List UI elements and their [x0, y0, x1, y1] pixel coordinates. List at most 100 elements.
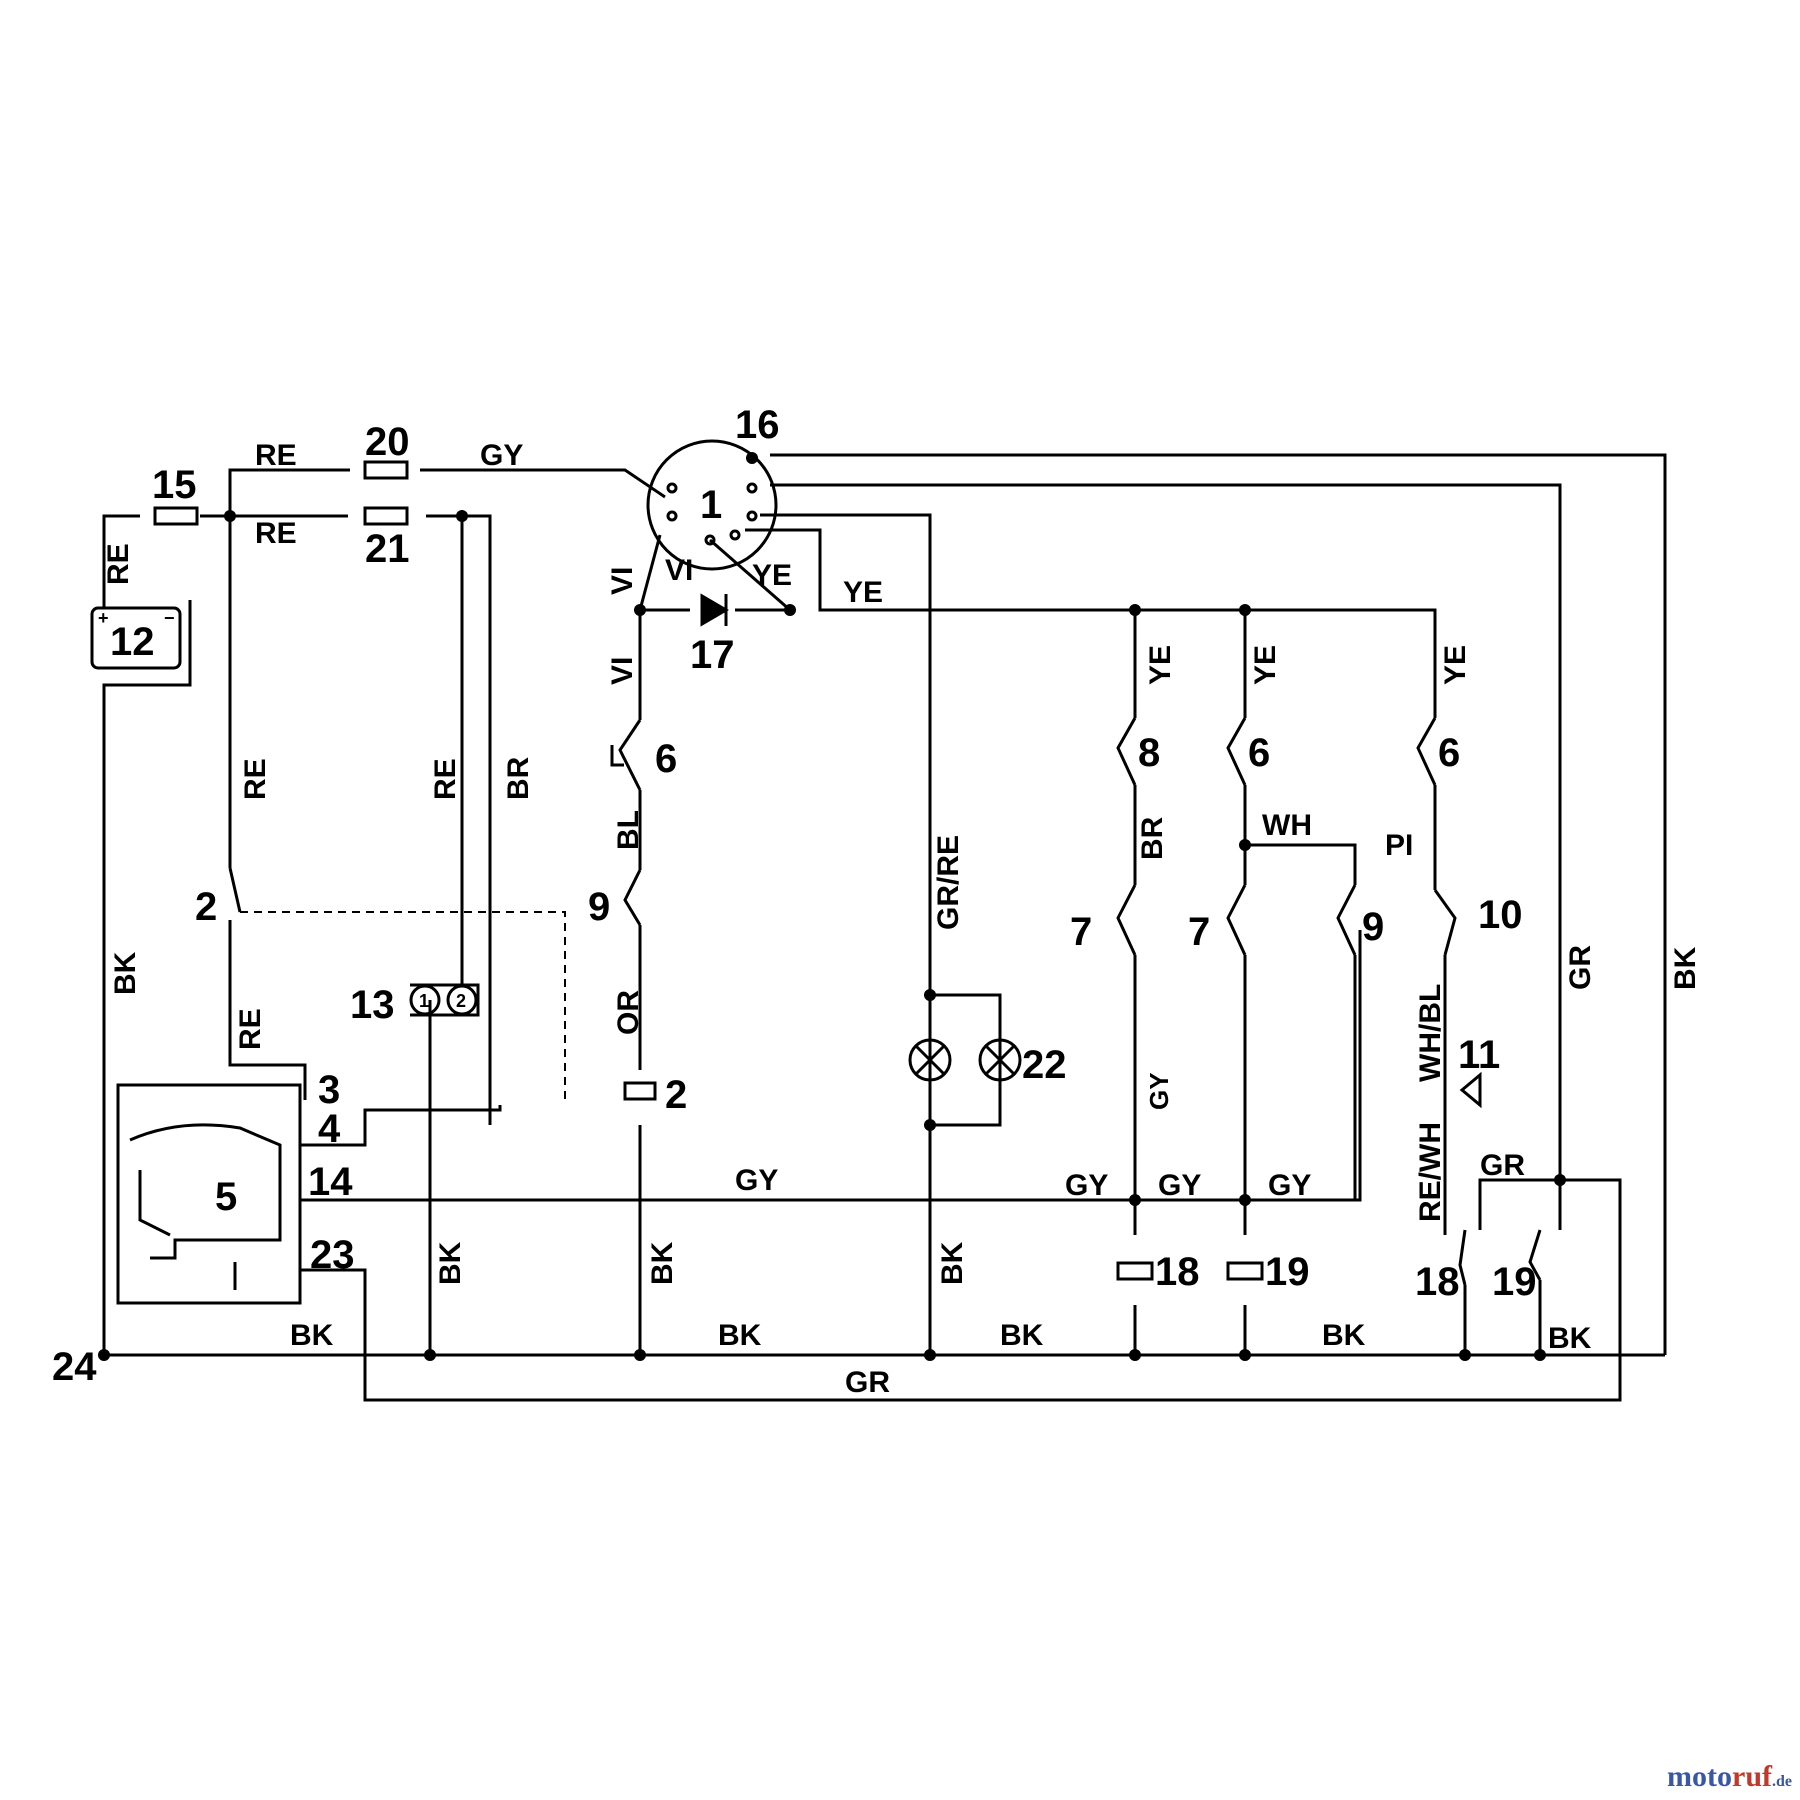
- wire-bk-4: BK: [1322, 1319, 1366, 1352]
- label-20: 20: [365, 420, 410, 464]
- wire-vi-b: VI: [606, 567, 639, 595]
- wire-ye-a: YE: [752, 559, 792, 592]
- wire-bk-3: BK: [1000, 1319, 1044, 1352]
- label-6-a: 6: [655, 737, 677, 781]
- label-16: 16: [735, 403, 780, 447]
- wire-bk-2: BK: [718, 1319, 762, 1352]
- wire-ye-e: YE: [1439, 645, 1472, 685]
- relay-2-symbol: [623, 1081, 657, 1101]
- label-18: 18: [1155, 1250, 1200, 1294]
- wire-gr-right: GR: [1480, 1149, 1525, 1182]
- wire-gy-f: GY: [1144, 1072, 1174, 1110]
- wire-gy-top: GY: [480, 439, 523, 472]
- label-1: 1: [700, 483, 722, 527]
- watermark-part1: moto: [1667, 1760, 1732, 1793]
- junction-dots: [98, 452, 1566, 1361]
- wire-bl: BL: [612, 810, 645, 850]
- battery-plus: +: [98, 608, 109, 628]
- lamp-1-symbol: [908, 1038, 952, 1082]
- relay-18-symbol: [1116, 1261, 1154, 1281]
- wire-gy-d: GY: [1158, 1169, 1201, 1202]
- label-17: 17: [690, 633, 735, 677]
- wire-ye-b: YE: [843, 576, 883, 609]
- label-21: 21: [365, 527, 410, 571]
- wire-gy-main: GY: [735, 1164, 778, 1197]
- wire-re-lower: RE: [234, 1008, 267, 1050]
- fuse-15-symbol: [153, 506, 199, 526]
- watermark-part2: ruf: [1732, 1760, 1772, 1793]
- wire-vi-c: VI: [606, 657, 639, 685]
- label-7-a: 7: [1070, 910, 1092, 954]
- diode-symbol: [700, 593, 729, 627]
- label-23: 23: [310, 1233, 355, 1277]
- label-8: 8: [1138, 731, 1160, 775]
- label-11: 11: [1458, 1033, 1500, 1077]
- label-6-c: 6: [1438, 731, 1460, 775]
- wire-gy-e: GY: [1268, 1169, 1311, 1202]
- connector-pin-1: 1: [419, 991, 429, 1011]
- watermark-suffix: .de: [1772, 1773, 1792, 1790]
- wire-bk-left: BK: [109, 951, 142, 995]
- label-24: 24: [52, 1345, 97, 1389]
- wire-ye-c: YE: [1144, 645, 1177, 685]
- label-3: 3: [318, 1068, 340, 1112]
- lamp-2-symbol: [978, 1038, 1022, 1082]
- horn-symbol: [1459, 1071, 1482, 1109]
- label-7-b: 7: [1188, 910, 1210, 954]
- wire-bk-1: BK: [290, 1319, 334, 1352]
- label-14: 14: [308, 1160, 353, 1204]
- wire-gy-c: GY: [1065, 1169, 1108, 1202]
- label-6-b: 6: [1248, 731, 1270, 775]
- fuse-21-symbol: [363, 506, 409, 526]
- small-marks: + − 1 2: [98, 608, 466, 1011]
- wire-wh: WH: [1262, 809, 1312, 842]
- wire-labels: RE RE GY VI YE YE GY GY GY GY WH PI GR B…: [255, 439, 1592, 1399]
- wire-re-center: RE: [429, 758, 462, 800]
- label-19-contact: 19: [1492, 1260, 1537, 1304]
- wire-labels-vertical: RE RE RE BR RE BK VI VI BL OR GR/RE YE Y…: [102, 543, 1702, 1285]
- wire-or: OR: [612, 990, 645, 1035]
- component-labels: 16 1 20 21 15 12 17 6 9 2 2 13 3 4 5 14 …: [52, 403, 1537, 1389]
- label-10: 10: [1478, 893, 1523, 937]
- battery-minus: −: [164, 608, 175, 628]
- wire-gr-re: GR/RE: [932, 835, 965, 930]
- label-2-switch: 2: [195, 885, 217, 929]
- dashed-link: [240, 911, 566, 1100]
- wire-br-b: BR: [1136, 816, 1169, 860]
- wire-re-mid: RE: [255, 517, 297, 550]
- wire-gr-bottom: GR: [845, 1366, 890, 1399]
- wire-bk-right: BK: [1669, 946, 1702, 990]
- wire-re-top: RE: [255, 439, 297, 472]
- relay-19-symbol: [1226, 1261, 1264, 1281]
- wire-gr-vertical: GR: [1564, 945, 1597, 990]
- label-15: 15: [152, 463, 197, 507]
- wire-re-left: RE: [239, 758, 272, 800]
- wires: [102, 453, 1667, 1402]
- wire-wh-bl: WH/BL: [1414, 984, 1447, 1082]
- fuse-20-symbol: [363, 460, 409, 480]
- connector-pin-2: 2: [456, 991, 466, 1011]
- wire-vi-a: VI: [665, 554, 693, 587]
- label-4: 4: [318, 1107, 341, 1151]
- wire-bk-c: BK: [936, 1241, 969, 1285]
- wire-bk-b: BK: [646, 1241, 679, 1285]
- watermark: motoruf.de: [1667, 1760, 1792, 1794]
- label-19: 19: [1265, 1250, 1310, 1294]
- label-13: 13: [350, 983, 395, 1027]
- label-9-a: 9: [588, 885, 610, 929]
- label-2-relay: 2: [665, 1073, 687, 1117]
- label-9-b: 9: [1362, 905, 1384, 949]
- label-22: 22: [1022, 1043, 1067, 1087]
- wire-pi: PI: [1385, 829, 1413, 862]
- wire-br: BR: [502, 756, 535, 800]
- wire-bk-5: BK: [1548, 1322, 1592, 1355]
- wire-ye-d: YE: [1249, 645, 1282, 685]
- component-symbols: [90, 439, 1542, 1290]
- wire-re-wh: RE/WH: [1414, 1122, 1447, 1222]
- key-switch-symbol: [646, 439, 778, 571]
- label-18-contact: 18: [1415, 1260, 1460, 1304]
- label-5: 5: [215, 1175, 237, 1219]
- label-12: 12: [110, 620, 155, 664]
- wire-re-battery: RE: [102, 543, 135, 585]
